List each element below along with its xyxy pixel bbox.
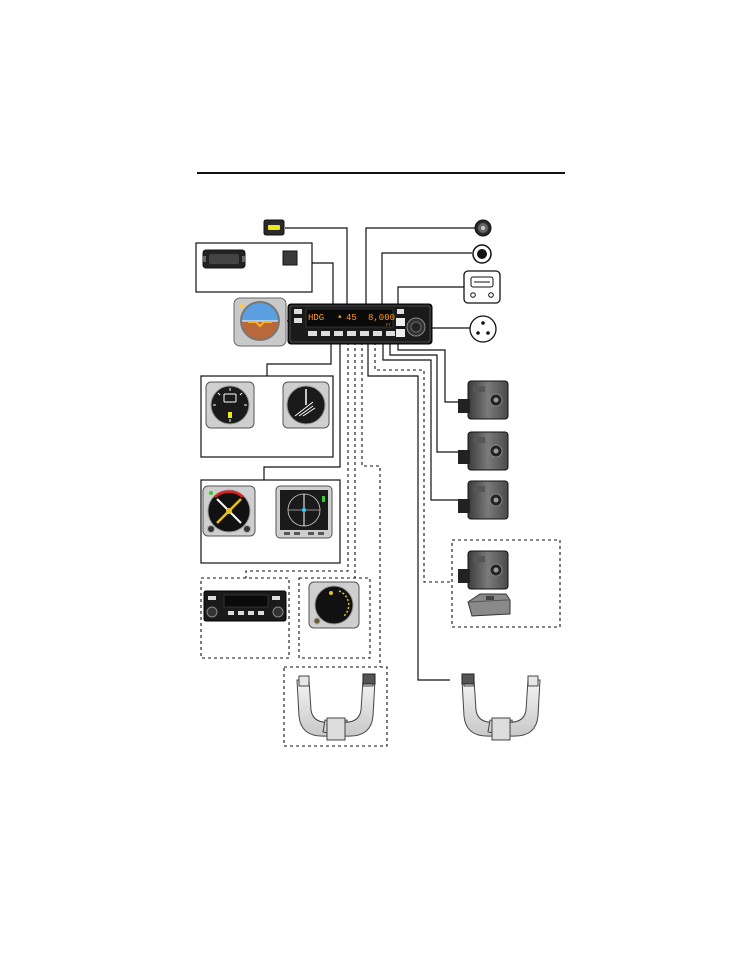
audio-alert-icon — [475, 220, 491, 236]
heading-gauge-icon — [283, 382, 329, 428]
display-unit-marker: ▲ — [338, 313, 342, 320]
trim-servo-icon — [468, 594, 510, 616]
wire-trim-servo-box — [375, 342, 452, 582]
display-right-value: 8,000 — [368, 313, 395, 323]
servo-icon — [458, 381, 508, 419]
turn-coordinator-icon — [206, 382, 254, 428]
wire-turn-box — [267, 342, 331, 376]
efis-display-icon — [276, 486, 332, 538]
hsi-icon — [203, 486, 255, 536]
autopilot-computer-icon — [288, 304, 432, 344]
switch-square-icon — [283, 251, 297, 265]
wire-servo-1 — [398, 342, 458, 402]
control-wheel-right-icon — [462, 674, 540, 740]
wire-alt-preselector — [398, 287, 464, 305]
servo-icon — [458, 432, 508, 470]
altitude-preselector-icon — [464, 271, 500, 303]
display-left-value: 45 — [346, 313, 357, 323]
wire-servo-3 — [383, 342, 458, 500]
display-unit: FT — [386, 324, 391, 328]
nav-radio-icon — [204, 591, 286, 621]
display-mode: HDG — [308, 313, 324, 323]
rmi-gauge-icon — [309, 582, 359, 628]
servo-icon — [458, 481, 508, 519]
remote-annunciator-panel-icon — [203, 250, 245, 268]
annunciator-light-icon — [264, 220, 284, 235]
connector-icon — [473, 245, 491, 263]
static-port-icon — [470, 316, 496, 342]
wire-connector — [382, 253, 472, 305]
attitude-indicator-icon — [234, 298, 286, 346]
wire-remote-panel — [312, 263, 333, 305]
